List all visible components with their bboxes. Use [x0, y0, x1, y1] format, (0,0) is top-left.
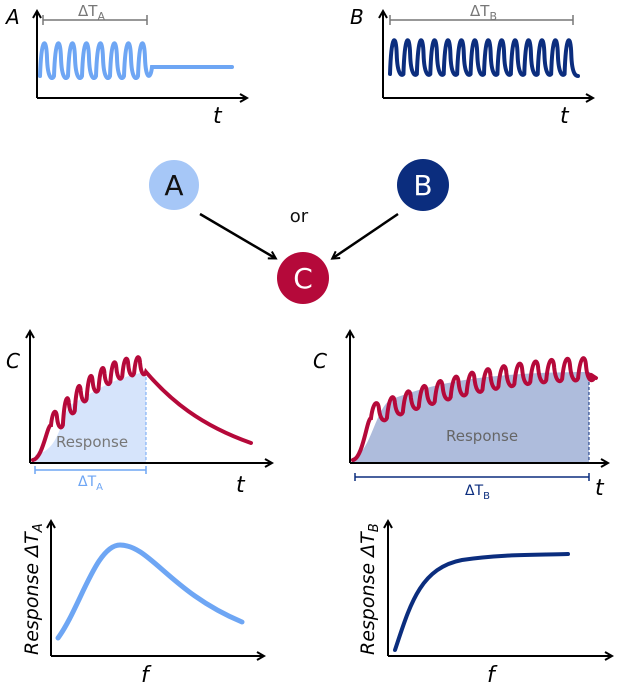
- panel-b-x-label: t: [560, 104, 570, 129]
- node-b-label: B: [413, 169, 432, 202]
- panel-ca-response-area: [35, 372, 146, 463]
- plot-b-x-label: f: [487, 663, 498, 685]
- plot-a-curve: [55, 542, 245, 641]
- plot-a-y-label: Response ΔTA: [21, 523, 46, 655]
- plot-b-curve: [393, 552, 570, 652]
- node-a-label: A: [164, 169, 183, 202]
- panel-b: B t ΔTB: [350, 2, 592, 129]
- plot-b: Response ΔTB f: [357, 522, 611, 685]
- plot-b-y-label: Response ΔTB: [357, 523, 382, 655]
- panel-a-x-label: t: [213, 104, 223, 129]
- panel-c-a: C Response ΔTA t: [6, 332, 271, 498]
- panel-cb-x-label: t: [595, 476, 605, 501]
- panel-a-duration-label: ΔTA: [78, 2, 105, 23]
- node-c: [277, 252, 329, 304]
- panel-ca-response-label: Response: [56, 433, 128, 451]
- panel-cb-response-trace: [351, 356, 598, 462]
- panel-cb-letter: C: [313, 349, 327, 373]
- panel-cb-response-label: Response: [446, 427, 518, 445]
- flow-diagram: A B or C: [147, 158, 449, 304]
- arrow-b-to-c: [333, 212, 399, 258]
- panel-ca-duration-label: ΔTA: [78, 474, 103, 493]
- panel-a: A t ΔTA: [4, 2, 246, 129]
- panel-a-letter: A: [4, 5, 20, 29]
- node-a: [147, 158, 201, 212]
- panel-c-b: C Response ΔTB t: [313, 332, 607, 502]
- arrow-a-to-c: [199, 212, 275, 258]
- panel-cb-duration-label: ΔTB: [465, 483, 490, 502]
- plot-a-x-label: f: [141, 663, 152, 685]
- panel-a-signal-trace: [38, 41, 234, 80]
- panel-ca-response-trace: [31, 355, 253, 462]
- panel-b-duration-label: ΔTB: [470, 2, 497, 23]
- panel-b-signal-trace: [388, 38, 580, 78]
- node-b: [397, 159, 449, 211]
- connector-or: or: [290, 206, 309, 227]
- panel-b-letter: B: [350, 5, 364, 29]
- node-c-label: C: [293, 262, 313, 295]
- panel-ca-x-label: t: [236, 473, 246, 498]
- plot-a: Response ΔTA f: [21, 522, 263, 685]
- panel-ca-letter: C: [6, 349, 20, 373]
